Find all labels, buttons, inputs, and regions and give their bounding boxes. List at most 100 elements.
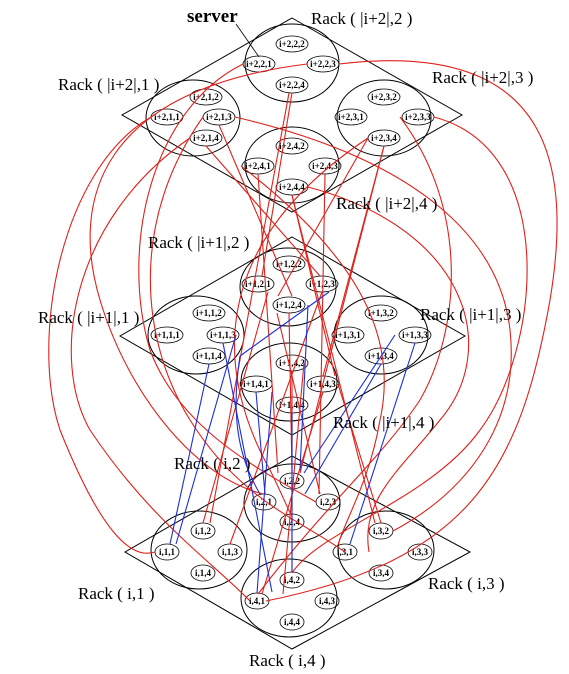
server-node[interactable]: i+2,4,1 bbox=[241, 157, 275, 175]
red-link bbox=[291, 194, 336, 377]
server-node[interactable]: i,3,2 bbox=[368, 522, 394, 540]
server-node[interactable]: i+2,2,2 bbox=[275, 35, 309, 53]
server-node[interactable]: i+1,4,1 bbox=[239, 375, 273, 393]
rack-label-middle-1: Rack ( |i+1|,1 ) bbox=[38, 308, 139, 327]
server-node[interactable]: i+1,2,2 bbox=[272, 255, 306, 273]
svg-text:i+1,2,4: i+1,2,4 bbox=[276, 300, 302, 310]
server-node[interactable]: i,3,4 bbox=[368, 564, 394, 582]
server-node[interactable]: i,3,1 bbox=[332, 543, 358, 561]
server-node[interactable]: i+1,1,2 bbox=[192, 304, 226, 322]
svg-text:i+2,1,3: i+2,1,3 bbox=[206, 112, 232, 122]
svg-text:i+2,4,2: i+2,4,2 bbox=[279, 141, 305, 151]
server-node[interactable]: i+1,2,4 bbox=[272, 296, 306, 314]
rack-middle-2-ellipse bbox=[239, 247, 337, 327]
server-callout-leader bbox=[235, 23, 260, 58]
server-node[interactable]: i+2,1,4 bbox=[189, 129, 223, 147]
rack-label-bottom-1: Rack ( i,1 ) bbox=[78, 584, 154, 603]
server-node[interactable]: i+1,1,4 bbox=[192, 347, 226, 365]
blue-link bbox=[303, 334, 396, 474]
rack-label-bottom-4: Rack ( i,4 ) bbox=[249, 651, 325, 670]
red-link bbox=[322, 145, 385, 377]
server-node[interactable]: i+2,2,4 bbox=[275, 76, 309, 94]
red-link bbox=[265, 60, 558, 602]
server-node[interactable]: i+1,3,3 bbox=[398, 326, 432, 344]
rack-label-bottom-3: Rack ( i,3 ) bbox=[428, 574, 504, 593]
svg-text:i,1,3: i,1,3 bbox=[222, 547, 239, 557]
red-link bbox=[307, 186, 470, 553]
server-node[interactable]: i+2,1,2 bbox=[189, 88, 223, 106]
rack-bottom-3-ellipse bbox=[337, 510, 435, 590]
server-node[interactable]: i+1,3,2 bbox=[364, 304, 398, 322]
server-node[interactable]: i,1,2 bbox=[190, 522, 216, 540]
red-link bbox=[205, 145, 321, 277]
server-node[interactable]: i+2,1,1 bbox=[150, 108, 184, 126]
server-node[interactable]: i+2,4,2 bbox=[275, 137, 309, 155]
blue-link bbox=[175, 334, 237, 545]
red-link bbox=[337, 383, 382, 524]
svg-text:i+2,1,2: i+2,1,2 bbox=[193, 92, 219, 102]
server-node[interactable]: i+2,1,3 bbox=[202, 108, 236, 126]
svg-text:i,3,3: i,3,3 bbox=[412, 547, 429, 557]
red-link bbox=[138, 63, 317, 503]
svg-text:i+1,4,1: i+1,4,1 bbox=[243, 379, 269, 389]
server-node[interactable]: i+2,3,1 bbox=[334, 108, 368, 126]
red-link bbox=[276, 312, 321, 495]
rack-label-bottom-2: Rack ( i,2 ) bbox=[174, 454, 250, 473]
blue-link bbox=[349, 342, 416, 545]
server-node[interactable]: i,4,4 bbox=[279, 613, 305, 631]
server-node[interactable]: i+2,3,3 bbox=[401, 108, 435, 126]
server-node[interactable]: i,4,1 bbox=[244, 592, 270, 610]
red-link bbox=[291, 194, 376, 524]
blue-link bbox=[304, 363, 382, 495]
svg-text:i,1,1: i,1,1 bbox=[159, 547, 176, 557]
svg-text:i,4,4: i,4,4 bbox=[284, 617, 301, 627]
svg-text:i+2,3,1: i+2,3,1 bbox=[338, 112, 364, 122]
svg-text:i,1,4: i,1,4 bbox=[195, 568, 212, 578]
svg-text:i+1,1,2: i+1,1,2 bbox=[196, 308, 222, 318]
server-node[interactable]: i+1,2,1 bbox=[241, 275, 275, 293]
layer-bottom-diamond bbox=[124, 455, 472, 650]
blue-link bbox=[169, 363, 210, 545]
red-link bbox=[261, 92, 293, 277]
svg-text:i+2,1,4: i+2,1,4 bbox=[193, 133, 219, 143]
svg-text:i+2,2,4: i+2,2,4 bbox=[279, 80, 305, 90]
server-node[interactable]: i,1,3 bbox=[217, 543, 243, 561]
rack-label-middle-3: Rack ( |i+1|,3 ) bbox=[420, 305, 521, 324]
rack-bottom-1-ellipse bbox=[150, 510, 248, 590]
svg-text:i,3,4: i,3,4 bbox=[373, 568, 390, 578]
red-link bbox=[234, 116, 512, 532]
rack-bottom-4-ellipse bbox=[240, 558, 338, 638]
server-node[interactable]: i+1,3,1 bbox=[331, 326, 365, 344]
rack-label-top-1: Rack ( |i+2|,1 ) bbox=[58, 75, 159, 94]
red-link bbox=[318, 173, 326, 495]
server-node[interactable]: i+2,4,3 bbox=[308, 157, 342, 175]
red-link bbox=[89, 63, 308, 495]
server-node[interactable]: i+2,3,4 bbox=[367, 129, 401, 147]
blue-link bbox=[299, 304, 309, 471]
red-link bbox=[70, 137, 251, 602]
server-node[interactable]: i+2,3,2 bbox=[367, 88, 401, 106]
blue-links bbox=[169, 291, 416, 594]
server-node[interactable]: i+1,2,3 bbox=[305, 275, 339, 293]
server-node[interactable]: i+1,1,1 bbox=[150, 326, 184, 344]
rack-label-top-3: Rack ( |i+2|,3 ) bbox=[432, 68, 533, 87]
server-node[interactable]: i,1,1 bbox=[154, 543, 180, 561]
server-node[interactable]: i,1,4 bbox=[190, 564, 216, 582]
server-node[interactable]: i,3,3 bbox=[407, 543, 433, 561]
svg-text:i+2,3,2: i+2,3,2 bbox=[371, 92, 397, 102]
svg-text:i,3,2: i,3,2 bbox=[373, 526, 390, 536]
svg-text:i,4,2: i,4,2 bbox=[284, 575, 301, 585]
red-link bbox=[218, 124, 293, 297]
server-callout-label: server bbox=[187, 6, 238, 27]
server-node[interactable]: i+2,4,4 bbox=[275, 178, 309, 196]
server-node[interactable]: i+2,2,3 bbox=[306, 55, 340, 73]
red-link bbox=[240, 165, 385, 546]
red-link bbox=[291, 116, 528, 574]
server-node[interactable]: i,2,3 bbox=[315, 493, 341, 511]
svg-text:i+1,2,3: i+1,2,3 bbox=[309, 279, 335, 289]
svg-text:i,3,1: i,3,1 bbox=[337, 547, 354, 557]
svg-text:i+2,2,3: i+2,2,3 bbox=[310, 59, 336, 69]
server-node[interactable]: i,4,3 bbox=[314, 592, 340, 610]
red-link bbox=[277, 137, 369, 297]
